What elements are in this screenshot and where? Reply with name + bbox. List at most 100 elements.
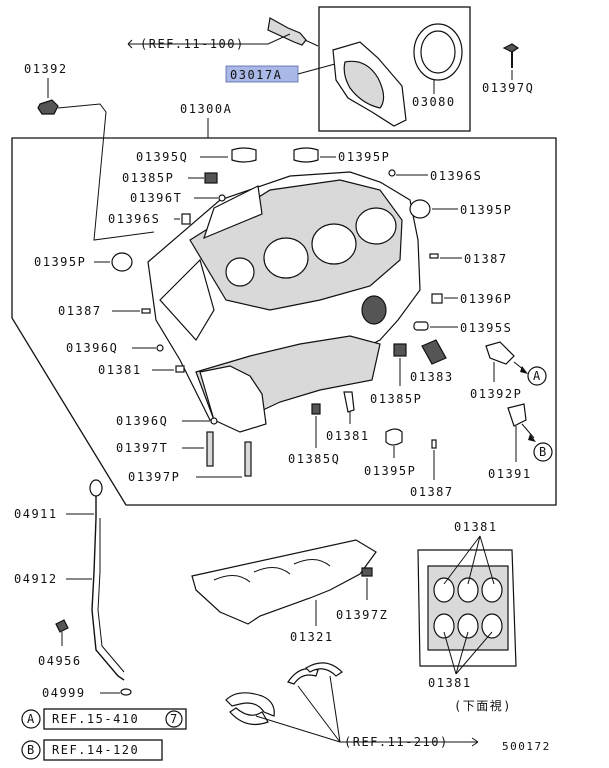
- label-01387-c[interactable]: 01387: [410, 485, 454, 499]
- seal-retainer-inner: [343, 60, 385, 109]
- ref-a-text: REF.15-410: [52, 712, 139, 726]
- block-bottom-view-part[interactable]: [417, 549, 517, 667]
- marker-B-text: B: [539, 445, 548, 459]
- marker-B[interactable]: [533, 442, 553, 462]
- label-01392[interactable]: 01392: [24, 62, 68, 76]
- label-01381-d[interactable]: 01381: [428, 676, 472, 690]
- bearing-shell-upper[interactable]: [225, 692, 275, 717]
- bolt-01397Z-part[interactable]: [361, 567, 373, 577]
- ref-b-box[interactable]: [43, 739, 163, 761]
- label-01383[interactable]: 01383: [410, 370, 454, 384]
- label-01300A[interactable]: 01300A: [180, 102, 232, 116]
- view-below-label: (下面視): [454, 698, 512, 713]
- plug-01395Q-part[interactable]: [231, 147, 257, 163]
- label-01381-b[interactable]: 01381: [326, 429, 370, 443]
- label-04912[interactable]: 04912: [14, 572, 58, 586]
- label-01381-a[interactable]: 01381: [98, 363, 142, 377]
- label-01321[interactable]: 01321: [290, 630, 334, 644]
- catalog-number: 500172: [502, 740, 551, 753]
- pin-01381-b-part[interactable]: [343, 391, 355, 413]
- arrow-to-B: [521, 423, 535, 439]
- ref-bottom-leader: [255, 675, 479, 747]
- bolt-01397P-part[interactable]: [244, 441, 252, 477]
- bolt-01397T-part[interactable]: [206, 431, 214, 467]
- plug-01392-part[interactable]: [37, 99, 59, 115]
- plug-01395P-d-part[interactable]: [385, 428, 403, 446]
- pin-01396P-part[interactable]: [431, 293, 443, 304]
- ref-b-marker[interactable]: [21, 740, 41, 760]
- plug-01385P-a-part[interactable]: [204, 172, 218, 184]
- label-01387-b[interactable]: 01387: [58, 304, 102, 318]
- label-03080[interactable]: 03080: [412, 95, 456, 109]
- bolt-01397Q-part[interactable]: [502, 43, 520, 53]
- bearing-cap-ladder-part[interactable]: [191, 539, 377, 625]
- oil-level-gauge-part[interactable]: [91, 496, 125, 681]
- pin-01396Q-b-part[interactable]: [210, 417, 218, 425]
- label-01385P-a[interactable]: 01385P: [122, 171, 174, 185]
- cylinder-block-part[interactable]: [147, 171, 421, 421]
- plug-01395P-a-part[interactable]: [293, 147, 319, 163]
- thrust-washer-b[interactable]: [305, 662, 343, 677]
- ref-a-marker[interactable]: [21, 709, 41, 729]
- ref-b-text: REF.14-120: [52, 743, 139, 757]
- oil-seal-inner: [420, 30, 456, 74]
- plug-01385P-b-part[interactable]: [393, 343, 407, 357]
- ref-a-box[interactable]: [43, 708, 187, 730]
- sealant-tube-part: [267, 17, 307, 46]
- plug-01395P-b-part[interactable]: [409, 199, 431, 219]
- pin-01381-a-part[interactable]: [175, 365, 185, 373]
- label-01395S[interactable]: 01395S: [460, 321, 512, 335]
- marker-A[interactable]: [527, 366, 547, 386]
- label-01396Q-b[interactable]: 01396Q: [116, 414, 168, 428]
- label-01385Q[interactable]: 01385Q: [288, 452, 340, 466]
- label-01396Q-a[interactable]: 01396Q: [66, 341, 118, 355]
- plug-01392P-part[interactable]: [485, 341, 515, 365]
- label-04911[interactable]: 04911: [14, 507, 58, 521]
- ref-b-marker-text: B: [27, 743, 36, 757]
- label-01391[interactable]: 01391: [488, 467, 532, 481]
- pin-01396T-part[interactable]: [218, 194, 226, 202]
- label-04999[interactable]: 04999: [42, 686, 86, 700]
- bearing-shell-lower[interactable]: [229, 707, 269, 725]
- main-bearing-cap-part[interactable]: [199, 365, 267, 433]
- label-01395P-b[interactable]: 01395P: [460, 203, 512, 217]
- plug-01395P-c-part[interactable]: [111, 252, 133, 272]
- pin-01387-a-part[interactable]: [429, 253, 439, 259]
- label-01381-c[interactable]: 01381: [454, 520, 498, 534]
- o-ring-04999-part[interactable]: [120, 688, 132, 696]
- label-01396S[interactable]: 01396S: [430, 169, 482, 183]
- pin-01396S-b-part[interactable]: [181, 213, 191, 225]
- ref-a-num: 7: [170, 712, 179, 726]
- leader-01381-d: [443, 631, 493, 675]
- marker-A-text: A: [533, 369, 542, 383]
- pin-01387-b-part[interactable]: [141, 308, 151, 314]
- pin-01396Q-a-part[interactable]: [156, 344, 164, 352]
- label-01397P[interactable]: 01397P: [128, 470, 180, 484]
- plug-01395S-part[interactable]: [413, 321, 429, 331]
- label-01395P-d[interactable]: 01395P: [364, 464, 416, 478]
- dipstick-handle: [89, 479, 103, 497]
- part-01383[interactable]: [421, 339, 447, 365]
- label-01397T[interactable]: 01397T: [116, 441, 168, 455]
- label-01396S-b[interactable]: 01396S: [108, 212, 160, 226]
- label-01397Q[interactable]: 01397Q: [482, 81, 534, 95]
- label-01385P-b[interactable]: 01385P: [370, 392, 422, 406]
- plug-01385Q-part[interactable]: [311, 403, 321, 415]
- label-03017A[interactable]: 03017A: [230, 68, 282, 82]
- label-01395P-c[interactable]: 01395P: [34, 255, 86, 269]
- leader-01381-c: [443, 535, 495, 585]
- label-01395Q[interactable]: 01395Q: [136, 150, 188, 164]
- label-01397Z[interactable]: 01397Z: [336, 608, 388, 622]
- label-01396T[interactable]: 01396T: [130, 191, 182, 205]
- pin-01387-c-part[interactable]: [431, 439, 437, 449]
- pin-01396S-part[interactable]: [388, 169, 396, 177]
- bolt-04956-part[interactable]: [55, 619, 69, 633]
- leader-01392-to-block: [57, 103, 155, 241]
- label-01395P-a[interactable]: 01395P: [338, 150, 390, 164]
- oil-seal-inset-box: [318, 6, 471, 132]
- label-01396P[interactable]: 01396P: [460, 292, 512, 306]
- label-01387-a[interactable]: 01387: [464, 252, 508, 266]
- sensor-01391-part[interactable]: [507, 403, 527, 427]
- label-04956[interactable]: 04956: [38, 654, 82, 668]
- label-01392P[interactable]: 01392P: [470, 387, 522, 401]
